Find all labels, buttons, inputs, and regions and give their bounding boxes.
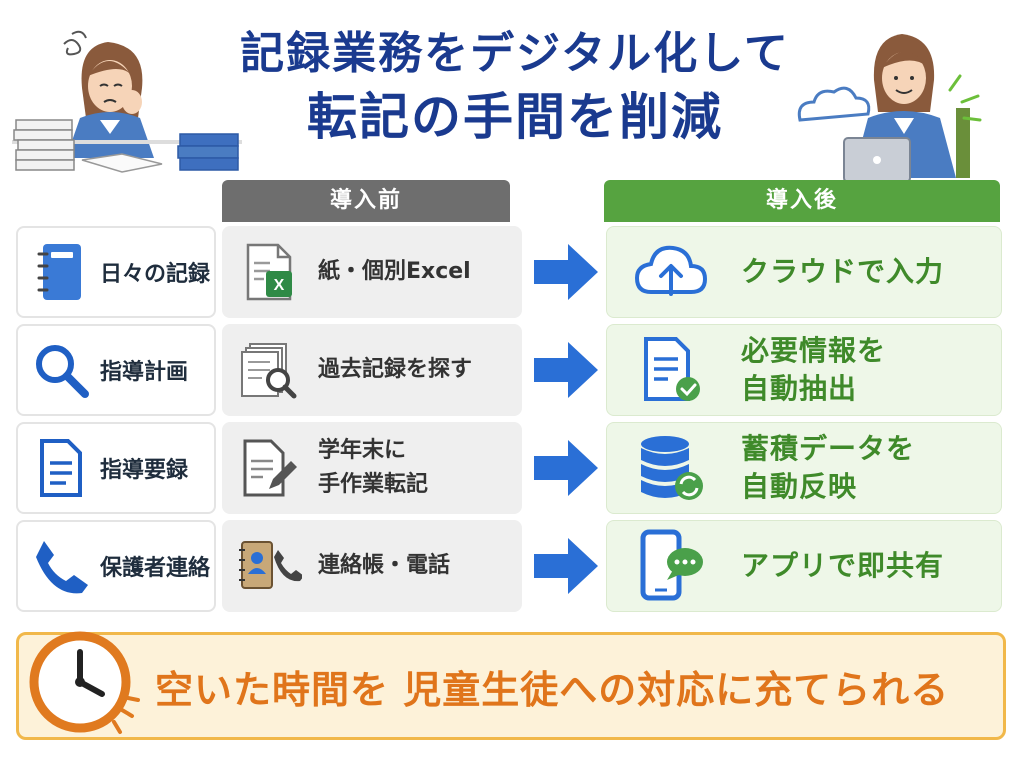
database-sync-icon	[629, 426, 713, 510]
clock-icon	[29, 631, 140, 734]
after-label: 蓄積データを 自動反映	[741, 432, 916, 503]
category-cell: 保護者連絡	[16, 520, 216, 612]
process-row: 指導要録 学年末に 手作業転記 蓄積データを 自動反映	[16, 422, 1008, 514]
arrow-icon	[534, 342, 598, 398]
arrow-icon	[534, 440, 598, 496]
after-cell: 蓄積データを 自動反映	[606, 422, 1002, 514]
before-label: 過去記録を探す	[318, 357, 473, 382]
search-icon	[26, 335, 96, 405]
summary-text: 空いた時間を 児童生徒への対応に充てられる	[155, 668, 950, 712]
arrow-icon	[534, 244, 598, 300]
document-icon	[26, 433, 96, 503]
excel-file-icon: X	[234, 237, 304, 307]
before-label: 学年末に 手作業転記	[318, 438, 429, 497]
before-cell: X 紙・個別Excel	[222, 226, 522, 318]
before-cell: 過去記録を探す	[222, 324, 522, 416]
process-row: 日々の記録 X 紙・個別Excel クラウドで入力	[16, 226, 1008, 318]
category-cell: 日々の記録	[16, 226, 216, 318]
after-header: 導入後	[604, 180, 1000, 222]
arrow-icon	[534, 538, 598, 594]
summary-banner: 空いた時間を 児童生徒への対応に充てられる	[16, 632, 1006, 740]
smartphone-chat-icon	[629, 524, 713, 608]
phone-icon	[26, 531, 96, 601]
process-row: 指導計画 過去記録を探す 必要情報を 自動抽出	[16, 324, 1008, 416]
title-line-1: 記録業務をデジタル化して	[240, 28, 790, 79]
category-cell: 指導計画	[16, 324, 216, 416]
before-label: 連絡帳・電話	[318, 553, 451, 578]
document-check-icon	[629, 328, 713, 412]
before-header: 導入前	[222, 180, 510, 222]
notebook-icon	[26, 237, 96, 307]
happy-worker-illustration	[797, 34, 982, 183]
document-edit-icon	[234, 433, 304, 503]
before-cell: 学年末に 手作業転記	[222, 422, 522, 514]
after-cell: クラウドで入力	[606, 226, 1002, 318]
contact-book-phone-icon	[234, 531, 304, 601]
before-label: 紙・個別Excel	[318, 259, 471, 284]
after-cell: 必要情報を 自動抽出	[606, 324, 1002, 416]
before-cell: 連絡帳・電話	[222, 520, 522, 612]
svg-text:X: X	[274, 277, 285, 294]
title-line-2: 転記の手間を削減	[307, 88, 723, 146]
after-cell: アプリで即共有	[606, 520, 1002, 612]
category-cell: 指導要録	[16, 422, 216, 514]
document-search-icon	[234, 335, 304, 405]
after-label: アプリで即共有	[741, 549, 945, 582]
cloud-upload-icon	[629, 230, 713, 314]
category-label: 日々の記録	[100, 262, 211, 287]
process-row: 保護者連絡 連絡帳・電話 アプリで即共有	[16, 520, 1008, 612]
category-label: 保護者連絡	[100, 556, 211, 581]
stressed-worker-illustration	[12, 30, 242, 173]
category-label: 指導計画	[100, 360, 189, 385]
after-label: 必要情報を 自動抽出	[741, 334, 887, 405]
after-label: クラウドで入力	[741, 255, 945, 288]
category-label: 指導要録	[100, 458, 189, 483]
